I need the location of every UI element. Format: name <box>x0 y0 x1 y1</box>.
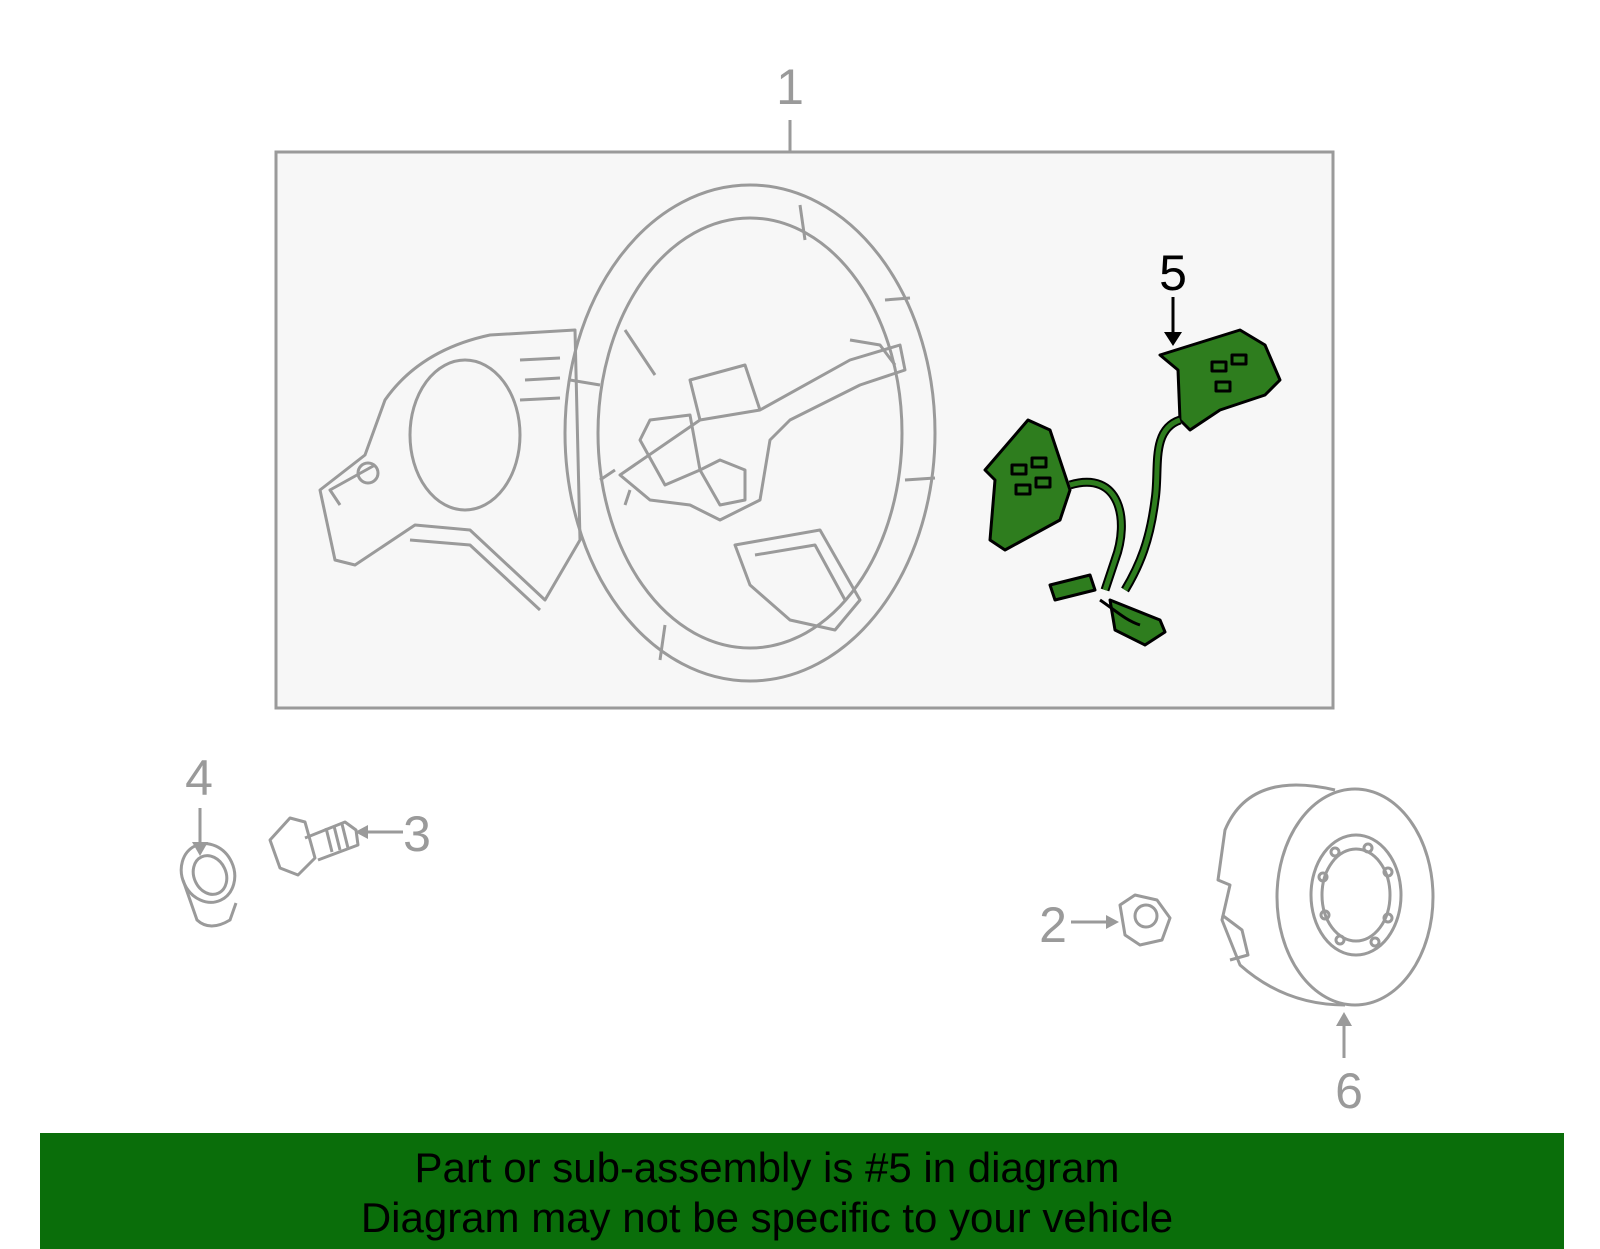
column-shroud-drawing <box>318 328 582 612</box>
steering-wheel-switch-drawing <box>983 328 1282 647</box>
callout-5-arrowhead <box>1164 332 1182 346</box>
callout-3-label: 3 <box>403 806 431 862</box>
callout-3-arrowhead <box>355 825 368 839</box>
info-banner: Part or sub-assembly is #5 in diagram Di… <box>40 1133 1564 1249</box>
callout-6-label: 6 <box>1335 1063 1363 1119</box>
steering-wheel-drawing <box>563 183 937 683</box>
assembly-box <box>274 150 1335 710</box>
air-bag-module-drawing <box>1216 783 1435 1007</box>
banner-line-1: Part or sub-assembly is #5 in diagram <box>414 1144 1120 1191</box>
callout-5-label: 5 <box>1159 245 1187 301</box>
callout-6-arrowhead <box>1336 1012 1352 1026</box>
banner-line-2: Diagram may not be specific to your vehi… <box>360 1194 1174 1241</box>
collar-drawing <box>179 842 238 928</box>
callout-4-label: 4 <box>185 750 213 806</box>
bolt-drawing <box>268 816 360 877</box>
callout-4-arrowhead <box>192 842 208 856</box>
callout-1-label: 1 <box>776 59 804 115</box>
nut-drawing <box>1118 893 1172 947</box>
callout-2-label: 2 <box>1039 897 1067 953</box>
callout-2-arrowhead <box>1106 915 1119 929</box>
